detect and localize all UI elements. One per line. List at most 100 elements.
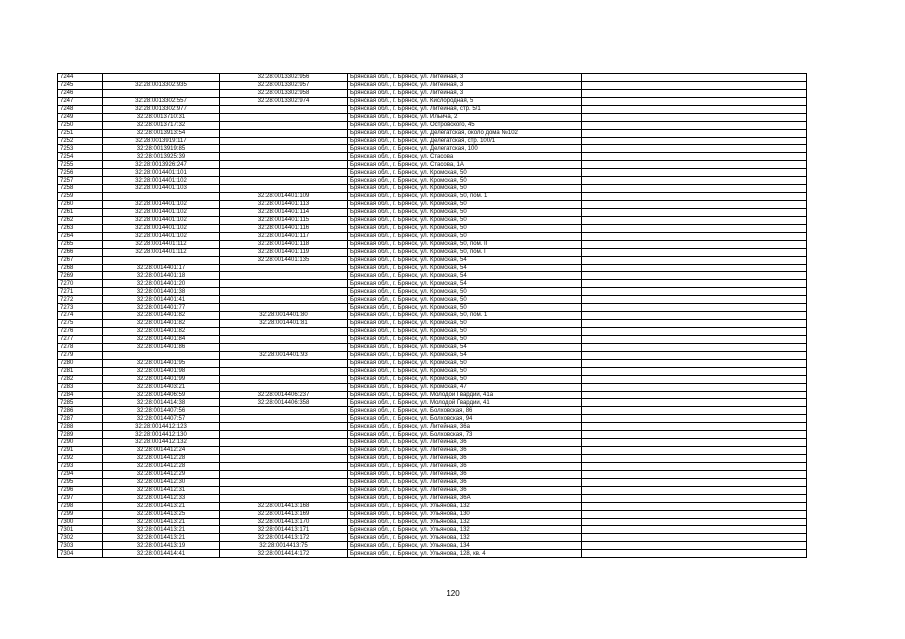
object-cadastral-number-cell (219, 366, 348, 376)
address-cell: Брянская обл., г. Брянск, ул. Ульянова, … (347, 525, 582, 535)
address-cell: Брянская обл., г. Брянск, ул. Кромская, … (347, 176, 582, 186)
parcel-cadastral-number-cell: 32:28:0014412:123 (102, 422, 220, 432)
object-cadastral-number-cell (219, 334, 348, 344)
row-number-cell: 7291 (57, 446, 103, 455)
parcel-cadastral-number-cell: 32:28:0014401:77 (102, 303, 220, 313)
object-cadastral-number-cell: 32:28:0014401:113 (219, 200, 348, 209)
object-cadastral-number-cell (219, 184, 348, 194)
row-number-cell: 7288 (57, 422, 103, 432)
address-cell: Брянская обл., г. Брянск, ул. Кромская, … (347, 207, 582, 217)
empty-cell (581, 223, 807, 233)
address-cell: Брянская обл., г. Брянск, ул. Кромская, … (347, 319, 582, 328)
empty-cell (581, 192, 807, 201)
object-cadastral-number-cell: 32:28:0013302:957 (219, 80, 348, 90)
row-number-cell: 7275 (57, 319, 103, 328)
address-cell: Брянская обл., г. Брянск, ул. Кромская, … (347, 366, 582, 376)
parcel-cadastral-number-cell: 32:28:0014401:102 (102, 215, 220, 225)
address-cell: Брянская обл., г. Брянск, ул. Стасова, 1… (347, 160, 582, 170)
parcel-cadastral-number-cell: 32:28:0014403:21 (102, 382, 220, 392)
parcel-cadastral-number-cell: 32:28:0014401:102 (102, 223, 220, 233)
empty-cell (581, 160, 807, 170)
row-number-cell: 7261 (57, 207, 103, 217)
address-cell: Брянская обл., г. Брянск, ул. Литейная, … (347, 485, 582, 495)
address-cell: Брянская обл., г. Брянск, ул. Кромская, … (347, 382, 582, 392)
empty-cell (581, 319, 807, 328)
row-number-cell: 7274 (57, 311, 103, 321)
object-cadastral-number-cell: 32:28:0014413:172 (219, 533, 348, 543)
empty-cell (581, 104, 807, 114)
row-number-cell: 7280 (57, 358, 103, 368)
row-number-cell: 7281 (57, 366, 103, 376)
empty-cell (581, 120, 807, 130)
object-cadastral-number-cell: 32:28:0014406:358 (219, 398, 348, 408)
row-number-cell: 7295 (57, 477, 103, 487)
object-cadastral-number-cell (219, 303, 348, 313)
address-cell: Брянская обл., г. Брянск, ул. Литейная, … (347, 88, 582, 98)
object-cadastral-number-cell (219, 120, 348, 130)
empty-cell (581, 311, 807, 321)
empty-cell (581, 422, 807, 432)
empty-cell (581, 263, 807, 273)
object-cadastral-number-cell (219, 469, 348, 479)
row-number-cell: 7252 (57, 136, 103, 146)
object-cadastral-number-cell (219, 271, 348, 281)
parcel-cadastral-number-cell: 32:28:0014401:102 (102, 200, 220, 209)
empty-cell (581, 152, 807, 162)
parcel-cadastral-number-cell: 32:28:0014401:95 (102, 358, 220, 368)
address-cell: Брянская обл., г. Брянск, ул. Ульянова, … (347, 533, 582, 543)
empty-cell (581, 73, 807, 82)
object-cadastral-number-cell (219, 461, 348, 471)
row-number-cell: 7246 (57, 88, 103, 98)
address-cell: Брянская обл., г. Брянск, ул. Болховская… (347, 414, 582, 424)
empty-cell (581, 525, 807, 535)
row-number-cell: 7258 (57, 184, 103, 194)
row-number-cell: 7297 (57, 493, 103, 503)
address-cell: Брянская обл., г. Брянск, ул. Литейная, … (347, 461, 582, 471)
object-cadastral-number-cell (219, 104, 348, 114)
parcel-cadastral-number-cell: 32:28:0014413:21 (102, 501, 220, 511)
row-number-cell: 7293 (57, 461, 103, 471)
empty-cell (581, 207, 807, 217)
address-cell: Брянская обл., г. Брянск, ул. Островског… (347, 120, 582, 130)
object-cadastral-number-cell: 32:28:0014401:115 (219, 215, 348, 225)
address-cell: Брянская обл., г. Брянск, ул. Ульянова, … (347, 501, 582, 511)
object-cadastral-number-cell: 32:28:0014401:118 (219, 239, 348, 249)
address-cell: Брянская обл., г. Брянск, ул. Литейная, … (347, 493, 582, 503)
address-cell: Брянская обл., г. Брянск, ул. Литейная, … (347, 446, 582, 455)
object-cadastral-number-cell: 32:28:0014413:169 (219, 509, 348, 519)
object-cadastral-number-cell (219, 438, 348, 448)
address-cell: Брянская обл., г. Брянск, ул. Делегатска… (347, 144, 582, 154)
empty-cell (581, 406, 807, 416)
address-cell: Брянская обл., г. Брянск, ул. Болховская… (347, 406, 582, 416)
empty-cell (581, 88, 807, 98)
empty-cell (581, 493, 807, 503)
empty-cell (581, 469, 807, 479)
row-number-cell: 7256 (57, 168, 103, 178)
object-cadastral-number-cell (219, 295, 348, 305)
address-cell: Брянская обл., г. Брянск, ул. Кромская, … (347, 200, 582, 209)
row-number-cell: 7294 (57, 469, 103, 479)
parcel-cadastral-number-cell: 32:28:0014414:38 (102, 398, 220, 408)
address-cell: Брянская обл., г. Брянск, ул. Кромская, … (347, 287, 582, 297)
empty-cell (581, 128, 807, 138)
address-cell: Брянская обл., г. Брянск, ул. Кромская, … (347, 247, 582, 257)
address-cell: Брянская обл., г. Брянск, ул. Кромская, … (347, 334, 582, 344)
parcel-cadastral-number-cell: 32:28:0014412:132 (102, 438, 220, 448)
address-cell: Брянская обл., г. Брянск, ул. Ильича, 2 (347, 112, 582, 122)
